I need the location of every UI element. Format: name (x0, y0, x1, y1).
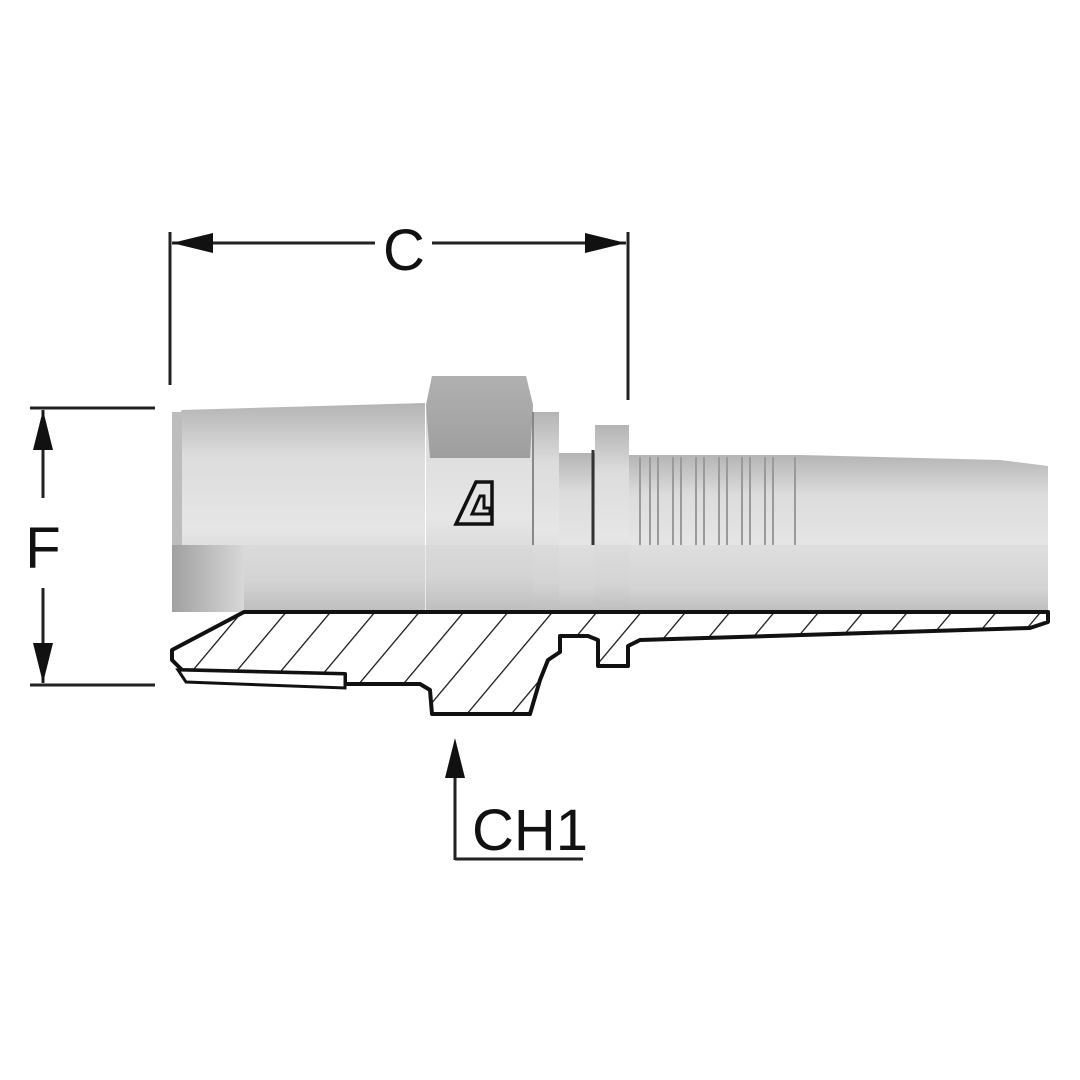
arrowhead-right-icon (585, 233, 626, 253)
dimension-f: F (25, 406, 155, 687)
section-view (170, 610, 1050, 716)
dimension-c: C (168, 218, 630, 400)
dimension-label-ch1: CH1 (472, 798, 588, 863)
arrowhead-up-icon (33, 410, 53, 450)
arrowhead-down-icon (33, 643, 53, 683)
hex-flat (426, 376, 533, 458)
dimension-label-c: C (383, 218, 425, 283)
dimension-ch1: CH1 (445, 738, 588, 863)
barb-ridges (639, 457, 796, 545)
arrowhead-up-icon (445, 738, 465, 778)
dimension-label-f: F (25, 516, 60, 581)
arrowhead-left-icon (172, 233, 213, 253)
brand-logo-icon (453, 480, 494, 526)
fitting-body (172, 376, 1048, 612)
